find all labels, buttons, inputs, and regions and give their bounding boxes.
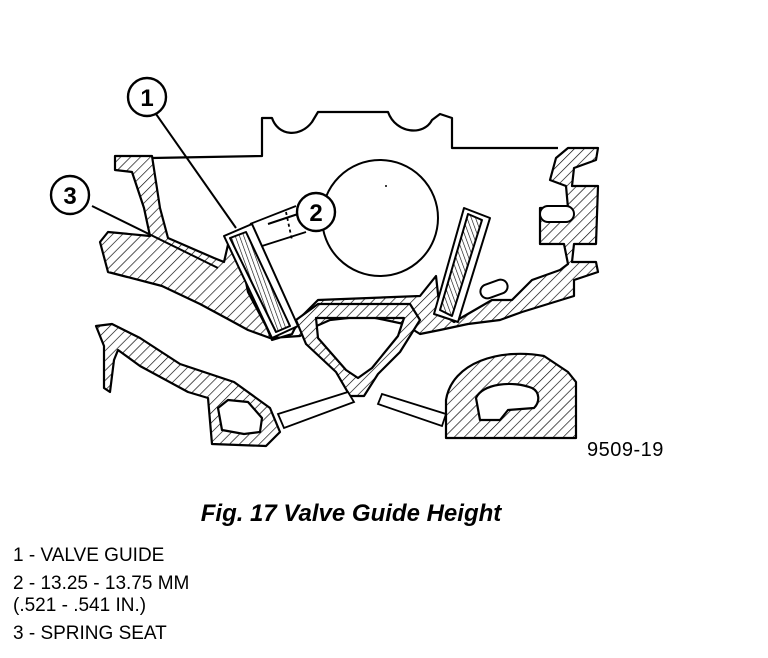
lower-left-runner bbox=[94, 322, 282, 448]
legend: 1 - VALVE GUIDE 2 - 13.25 - 13.75 MM (.5… bbox=[13, 545, 189, 645]
height-dimension-lines bbox=[249, 205, 307, 247]
svg-text:2: 2 bbox=[309, 200, 322, 227]
legend-item-height-inches: (.521 - .541 IN.) bbox=[13, 595, 147, 616]
lower-right-port bbox=[444, 352, 578, 440]
center-struts bbox=[276, 390, 448, 430]
legend-item-spring-seat: 3 - SPRING SEAT bbox=[13, 623, 167, 644]
callout-3: 3 bbox=[49, 174, 91, 216]
valve-stem-dot bbox=[385, 185, 387, 187]
central-web bbox=[294, 302, 422, 398]
svg-text:1: 1 bbox=[140, 85, 153, 112]
figure-caption: Fig. 17 Valve Guide Height bbox=[200, 500, 502, 527]
head-top-outline bbox=[151, 110, 558, 160]
valve-head bbox=[321, 159, 439, 277]
svg-text:3: 3 bbox=[63, 183, 76, 210]
figure-id: 9509-19 bbox=[587, 439, 664, 461]
right-side-passages bbox=[479, 205, 575, 300]
left-valve-guide bbox=[223, 223, 299, 339]
legend-item-height: 2 - 13.25 - 13.75 MM bbox=[13, 573, 190, 594]
leader-lines bbox=[91, 113, 299, 269]
callout-1: 1 bbox=[126, 76, 168, 118]
right-valve-guide bbox=[433, 207, 491, 323]
valve-guide-diagram: 1 2 3 bbox=[49, 76, 600, 448]
cylinder-head-casting bbox=[98, 146, 600, 342]
legend-item-valve-guide: 1 - VALVE GUIDE bbox=[13, 545, 165, 566]
callout-2: 2 bbox=[295, 191, 337, 233]
